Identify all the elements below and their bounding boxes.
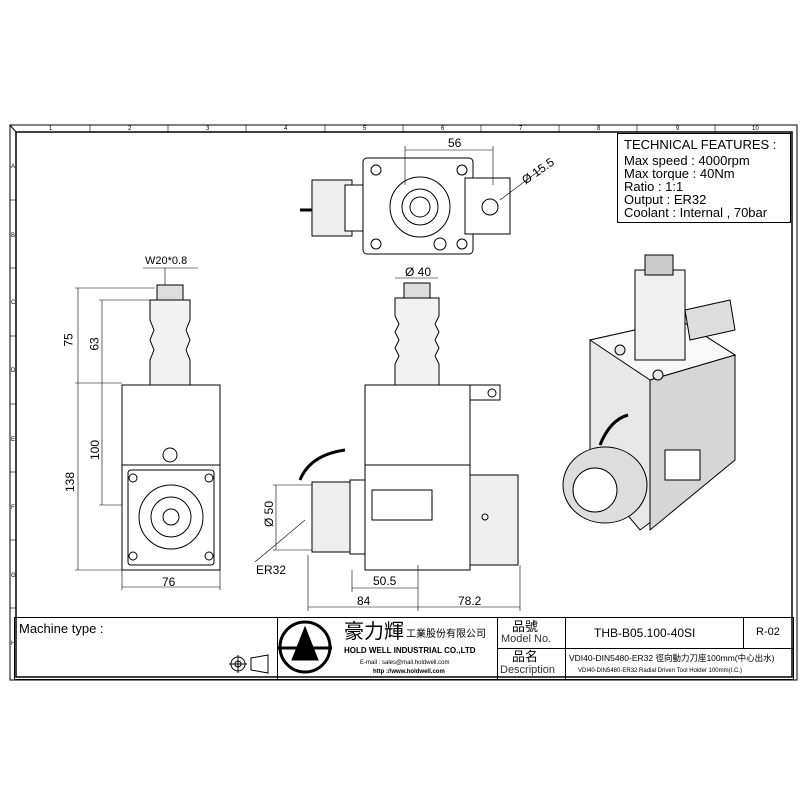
company-cell: 豪力輝 工業股份有限公司 HOLD WELL INDUSTRIAL CO.,LT… [277,618,498,679]
grid-col-8: 8 [597,126,601,132]
company-name-cn: 豪力輝 [344,621,404,643]
grid-col-6: 6 [441,126,445,132]
grid-row-d: D [11,368,16,374]
dimension-lines [75,146,541,611]
dim-thread: W20*0.8 [145,255,188,267]
dim-dia-40: Ø 40 [405,265,432,279]
grid-row-g: G [11,573,16,579]
dim-100: 100 [88,439,103,461]
grid-row-h: H [11,641,16,647]
drawing-frame [9,124,798,681]
dim-84: 84 [357,594,371,608]
grid-col-7: 7 [519,126,523,132]
title-block: Machine type : 豪力輝 工業股份有限公司 HOLD WELL IN… [14,617,794,680]
label-cell: 品號 Model No. 品名 Description [497,618,566,679]
model-number: THB-B05.100-40SI [594,626,696,640]
side-view-left [121,284,221,571]
dim-dia-50: Ø 50 [262,500,277,528]
projection-symbol [229,654,269,674]
model-label-cn: 品號 [512,619,539,634]
grid-col-4: 4 [284,126,288,132]
dim-50-5: 50.5 [373,574,397,588]
front-view [298,282,519,571]
grid-row-f: F [11,505,15,511]
model-label-en: Model No. [501,633,552,645]
value-cell: THB-B05.100-40SI R-02 VDI40-DIN5480-ER32… [565,618,794,679]
dim-76: 76 [162,575,176,589]
company-logo [278,620,332,674]
grid-col-1: 1 [49,126,53,132]
isometric-view [562,254,737,532]
desc-label-en: Description [500,664,556,676]
dim-138: 138 [63,471,78,493]
grid-col-5: 5 [363,126,367,132]
grid-row-c: C [11,300,16,306]
description-cn: VDI40-DIN5480-ER32 徑向動力刀座100mm(中心出水) [569,653,775,663]
top-view [300,157,511,255]
technical-features-box: TECHNICAL FEATURES : Max speed : 4000rpm… [617,133,791,223]
grid-col-9: 9 [676,126,680,132]
grid-col-3: 3 [206,126,210,132]
grid-row-a: A [11,164,16,170]
dim-78-2: 78.2 [458,594,482,608]
company-name-cn-suffix: 工業股份有限公司 [406,629,486,640]
dim-63: 63 [87,337,102,351]
description-en: VDI40-DIN5480-ER32 Radial Driven Tool Ho… [578,668,742,674]
desc-label-cn: 品名 [512,649,539,664]
feature-max-torque: Max torque : 40Nm [624,166,735,181]
dim-er32: ER32 [256,563,287,577]
grid-col-2: 2 [128,126,132,132]
feature-max-speed: Max speed : 4000rpm [624,153,750,168]
feature-coolant: Coolant : Internal , 70bar [624,205,768,220]
features-title: TECHNICAL FEATURES : [624,137,777,152]
grid-row-b: B [11,233,16,239]
company-website: http ://www.holdwell.com [373,669,445,675]
machine-type-label: Machine type : [19,621,104,636]
grid-row-e: E [11,437,16,443]
revision: R-02 [756,626,780,638]
feature-output: Output : ER32 [624,192,707,207]
grid-col-10: 10 [752,126,759,132]
feature-ratio: Ratio : 1:1 [624,179,684,194]
company-email: E-mail : sales@mail.holdwell.com [360,660,450,666]
dim-56: 56 [448,136,462,150]
dim-75: 75 [61,333,76,347]
company-name-en: HOLD WELL INDUSTRIAL CO.,LTD [344,646,476,655]
